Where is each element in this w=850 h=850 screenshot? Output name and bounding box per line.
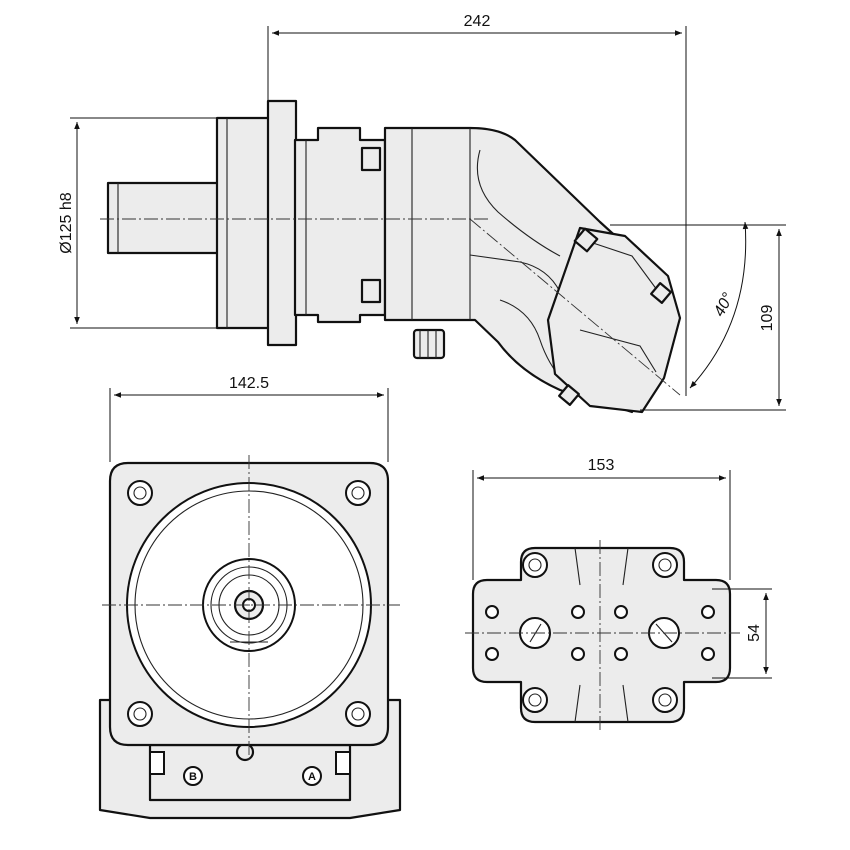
dimension-label-142-5: 142.5 bbox=[229, 375, 269, 392]
dimension-port-spacing: 54 bbox=[712, 588, 772, 679]
dimension-label-153: 153 bbox=[588, 457, 615, 474]
port-b-marker bbox=[183, 766, 203, 786]
mounting-holes bbox=[127, 480, 371, 727]
drive-shaft bbox=[106, 181, 222, 255]
port-a-label: A bbox=[308, 771, 316, 783]
port-block bbox=[546, 226, 682, 414]
dimension-label-242: 242 bbox=[464, 13, 491, 30]
side-view bbox=[100, 99, 682, 414]
port-a-marker bbox=[302, 766, 322, 786]
drain-plug bbox=[412, 328, 446, 360]
port-b-label: B bbox=[189, 771, 197, 783]
front-view: B A bbox=[98, 455, 402, 820]
dimension-label-54: 54 bbox=[746, 624, 763, 642]
dimension-flange-diameter: Ø125 h8 bbox=[58, 117, 216, 329]
dimension-label-109: 109 bbox=[759, 305, 776, 332]
dimension-angle: 40° bbox=[689, 221, 749, 389]
dimension-port-plate-width: 153 bbox=[472, 457, 731, 580]
mounting-flange bbox=[266, 99, 298, 347]
dimension-height: 109 bbox=[610, 224, 786, 411]
dimension-flange-width: 142.5 bbox=[109, 375, 389, 462]
dimension-label-diameter: Ø125 h8 bbox=[58, 192, 75, 253]
port-plate bbox=[471, 546, 732, 724]
dimension-overall-length: 242 bbox=[267, 13, 687, 396]
port-plate-view bbox=[465, 540, 740, 730]
pilot-spigot bbox=[215, 116, 271, 330]
